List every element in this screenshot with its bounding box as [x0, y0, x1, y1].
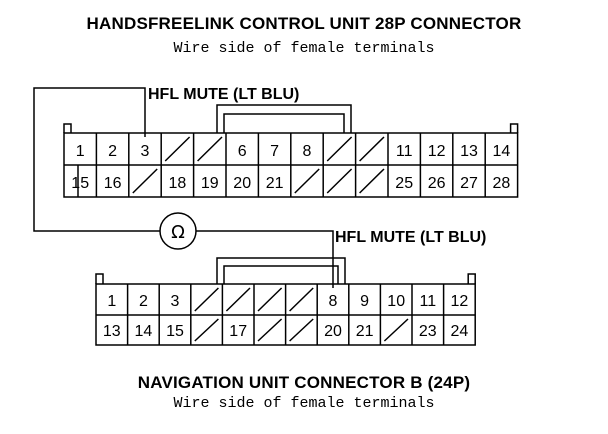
top-connector-subtitle: Wire side of female terminals: [173, 40, 435, 57]
bottom-lock-tab: [216, 257, 346, 284]
top-terminal-12: 12: [428, 143, 446, 160]
top-wire-label: HFL MUTE (LT BLU): [148, 86, 300, 103]
top-terminal-1: 1: [76, 143, 85, 160]
top-terminal-6: 6: [238, 143, 247, 160]
top-terminal-21: 21: [266, 175, 284, 192]
bottom-terminal-13: 13: [103, 323, 121, 340]
bottom-terminal-11: 11: [419, 293, 436, 310]
bottom-terminal-1: 1: [107, 293, 116, 310]
top-connector-title: HANDSFREELINK CONTROL UNIT 28P CONNECTOR: [86, 14, 522, 33]
bottom-terminal-2: 2: [139, 293, 148, 310]
bottom-wire-label: HFL MUTE (LT BLU): [335, 229, 487, 246]
top-lock-tab: [216, 104, 352, 133]
bottom-housing-latch: [95, 273, 476, 284]
bottom-unused-terminal: [289, 318, 314, 342]
top-terminal-8: 8: [303, 143, 312, 160]
bottom-terminal-20: 20: [324, 323, 342, 340]
top-terminal-13: 13: [460, 143, 478, 160]
top-terminal-26: 26: [428, 175, 446, 192]
bottom-terminal-24: 24: [451, 323, 469, 340]
bottom-terminal-3: 3: [171, 293, 180, 310]
bottom-terminal-23: 23: [419, 323, 437, 340]
ohm-symbol: Ω: [171, 222, 185, 243]
top-terminal-27: 27: [460, 175, 478, 192]
bottom-unused-terminal: [257, 287, 283, 312]
top-unused-terminal: [197, 136, 223, 162]
top-terminal-28: 28: [493, 175, 511, 192]
top-unused-terminal: [164, 136, 191, 162]
top-terminal-11: 11: [396, 143, 413, 160]
bottom-terminal-9: 9: [360, 293, 369, 310]
top-terminal-19: 19: [201, 175, 219, 192]
bottom-terminal-8: 8: [329, 293, 338, 310]
top-housing-latch: [63, 123, 519, 133]
top-terminal-2: 2: [108, 143, 117, 160]
bottom-unused-terminal: [257, 318, 283, 342]
bottom-unused-terminal: [225, 287, 251, 312]
top-terminal-25: 25: [395, 175, 413, 192]
bottom-unused-terminal: [383, 318, 409, 342]
bottom-terminal-10: 10: [387, 293, 405, 310]
top-unused-terminal: [359, 168, 385, 194]
top-terminal-7: 7: [270, 143, 279, 160]
bottom-terminal-15: 15: [166, 323, 184, 340]
top-unused-terminal: [294, 168, 320, 194]
bottom-terminal-21: 21: [356, 323, 374, 340]
top-terminal-15: 15: [71, 175, 89, 192]
top-terminal-16: 16: [104, 175, 122, 192]
bottom-connector-title: NAVIGATION UNIT CONNECTOR B (24P): [137, 373, 471, 392]
top-unused-terminal: [359, 136, 385, 162]
top-terminal-14: 14: [493, 143, 511, 160]
bottom-unused-terminal: [289, 287, 314, 312]
top-test-lead: [33, 87, 160, 232]
top-unused-terminal: [132, 168, 158, 194]
top-terminal-20: 20: [233, 175, 251, 192]
bottom-unused-terminal: [194, 287, 219, 312]
bottom-terminal-12: 12: [451, 293, 469, 310]
top-terminal-3: 3: [141, 143, 150, 160]
bottom-unused-terminal: [194, 318, 219, 342]
bottom-terminal-17: 17: [229, 323, 247, 340]
top-terminal-18: 18: [169, 175, 187, 192]
bottom-terminal-14: 14: [135, 323, 153, 340]
top-unused-terminal: [326, 168, 353, 194]
bottom-test-lead: [196, 230, 334, 288]
top-unused-terminal: [326, 136, 353, 162]
bottom-connector-subtitle: Wire side of female terminals: [173, 395, 435, 412]
